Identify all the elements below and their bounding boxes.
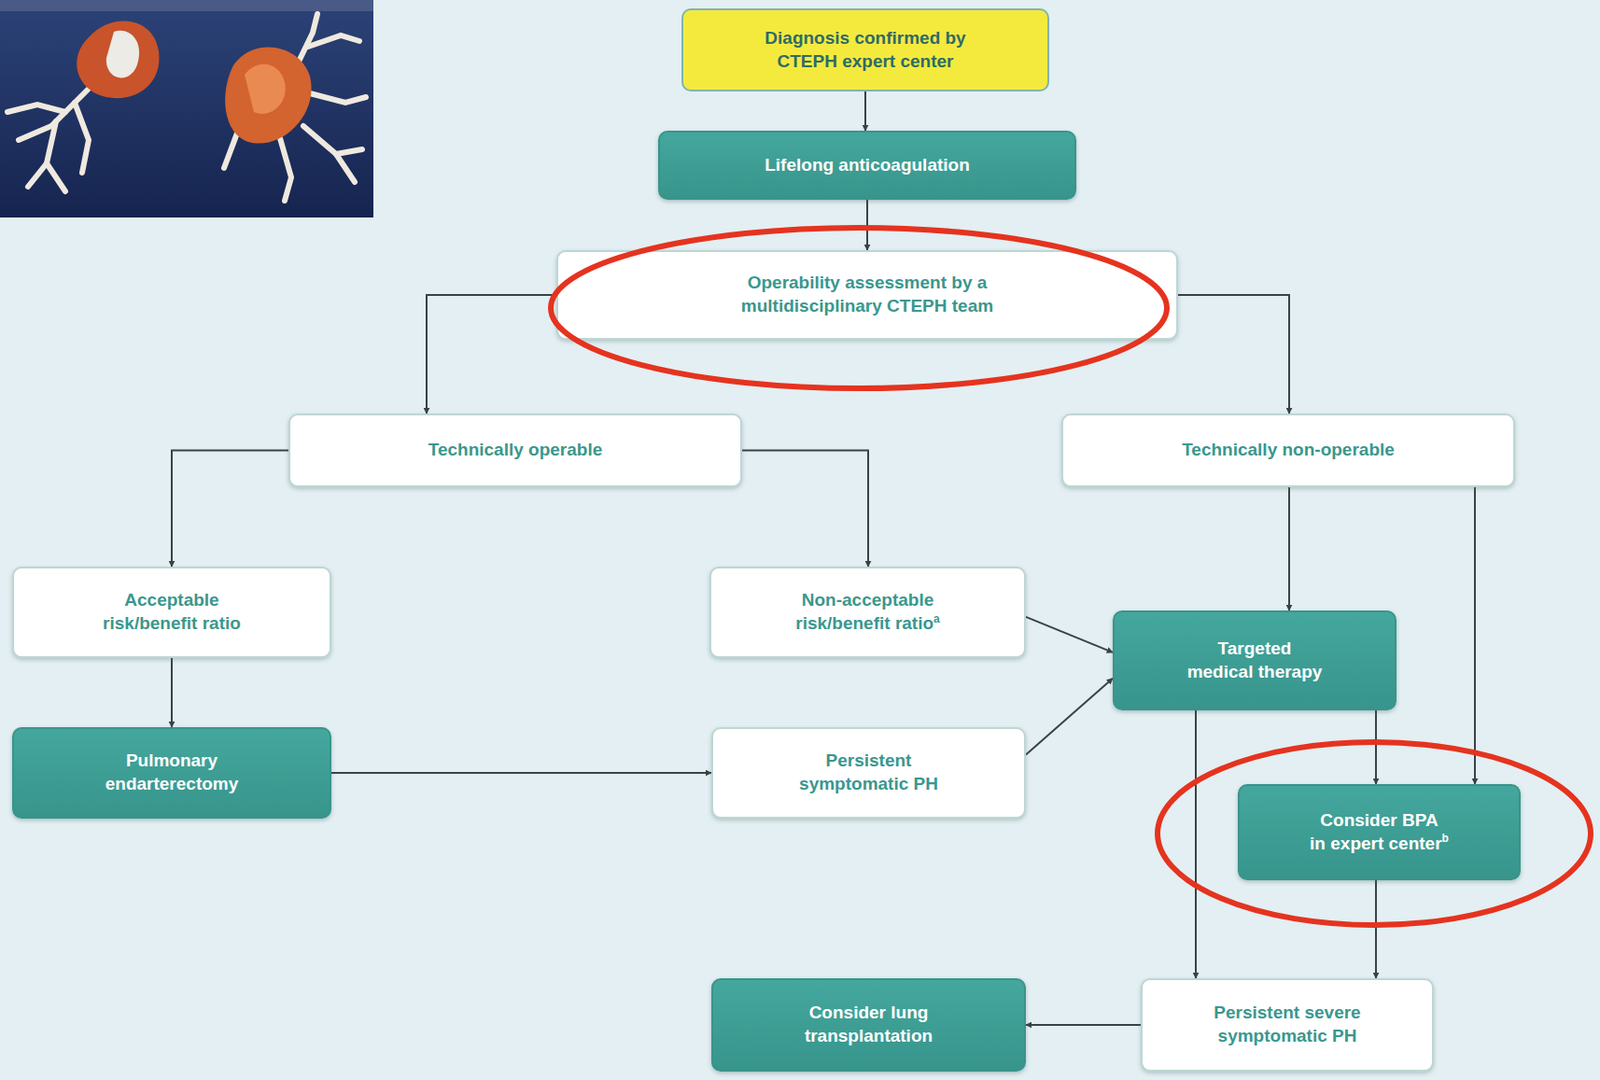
decision-box: Operability assessment by a multidiscipl… <box>556 250 1179 340</box>
start-box: Diagnosis confirmed by CTEPH expert cent… <box>681 8 1050 92</box>
clot-cast <box>106 30 140 79</box>
action-box: Targeted medical therapy <box>1112 610 1397 711</box>
decision-box: Technically operable <box>288 413 743 488</box>
photo-background <box>0 0 374 218</box>
flow-arrow <box>1178 294 1290 414</box>
footnote-mark: a <box>933 612 941 626</box>
box-label: Pulmonary endarterectomy <box>105 750 239 794</box>
node-text: Persistent symptomatic PH <box>780 749 958 796</box>
node-text: Lifelong anticoagulation <box>764 154 970 178</box>
box-label: Diagnosis confirmed by CTEPH expert cent… <box>764 28 966 71</box>
clot-cast <box>76 20 159 99</box>
box-label: Consider lung transplantation <box>804 1002 933 1046</box>
flow-arrow <box>171 450 289 568</box>
clot-branches <box>7 14 366 201</box>
condition-box: Non-acceptable risk/benefit ratioa <box>709 566 1026 659</box>
flow-arrow <box>1375 880 1377 979</box>
box-label: Targeted medical therapy <box>1187 638 1323 682</box>
box-label: Persistent symptomatic PH <box>799 750 939 794</box>
footnote-mark: b <box>1442 831 1449 845</box>
node-text: Non-acceptable risk/benefit ratioa <box>751 589 985 635</box>
photo-edge <box>0 0 374 12</box>
box-label: Technically non-operable <box>1181 439 1395 460</box>
flow-arrow <box>1194 710 1197 979</box>
action-box: Lifelong anticoagulation <box>658 130 1077 200</box>
box-label: Lifelong anticoagulation <box>764 154 970 175</box>
node-text: Technically non-operable <box>1181 438 1395 463</box>
node-text: Pulmonary endarterectomy <box>73 749 270 796</box>
node-text: Persistent severe symptomatic PH <box>1184 1001 1390 1048</box>
node-text: Acceptable risk/benefit ratio <box>78 589 266 635</box>
box-label: Technically operable <box>428 439 604 460</box>
condition-box: Persistent symptomatic PH <box>711 727 1026 819</box>
flow-arrow <box>742 450 869 568</box>
action-box: Pulmonary endarterectomy <box>12 727 332 819</box>
clot-cast <box>224 47 311 144</box>
node-text: Technically operable <box>428 438 604 463</box>
box-label: Acceptable risk/benefit ratio <box>102 589 241 633</box>
node-text: Diagnosis confirmed by CTEPH expert cent… <box>739 27 992 73</box>
box-label: Consider BPA in expert center <box>1309 810 1443 854</box>
highlight-ellipse <box>1157 742 1591 926</box>
flow-arrow <box>1288 487 1291 611</box>
box-label: Non-acceptable risk/benefit ratio <box>795 589 934 633</box>
node-text: Consider BPA in expert centerb <box>1286 809 1474 856</box>
condition-box: Persistent severe symptomatic PH <box>1140 978 1434 1072</box>
decision-box: Technically non-operable <box>1061 413 1516 488</box>
flow-arrow <box>331 771 712 774</box>
node-text: Consider lung transplantation <box>766 1001 972 1048</box>
flow-arrow <box>1375 710 1377 785</box>
action-box: Consider BPA in expert centerb <box>1237 784 1521 881</box>
flow-arrow <box>1025 1024 1141 1026</box>
box-label: Operability assessment by a multidiscipl… <box>741 272 994 316</box>
flow-arrow <box>864 91 867 131</box>
box-label: Persistent severe symptomatic PH <box>1213 1002 1361 1046</box>
clot-highlight <box>244 64 286 114</box>
action-box: Consider lung transplantation <box>711 978 1026 1072</box>
flow-arrow <box>1025 617 1113 653</box>
flow-arrow <box>170 658 173 728</box>
condition-box: Acceptable risk/benefit ratio <box>12 566 332 659</box>
node-text: Operability assessment by a multidiscipl… <box>680 271 1054 318</box>
flow-arrow <box>426 294 557 414</box>
flow-arrow <box>1473 487 1476 785</box>
flow-arrow <box>866 199 869 251</box>
node-text: Targeted medical therapy <box>1165 637 1344 684</box>
flow-arrow <box>1025 678 1113 756</box>
highlight-ellipse <box>550 227 1167 389</box>
